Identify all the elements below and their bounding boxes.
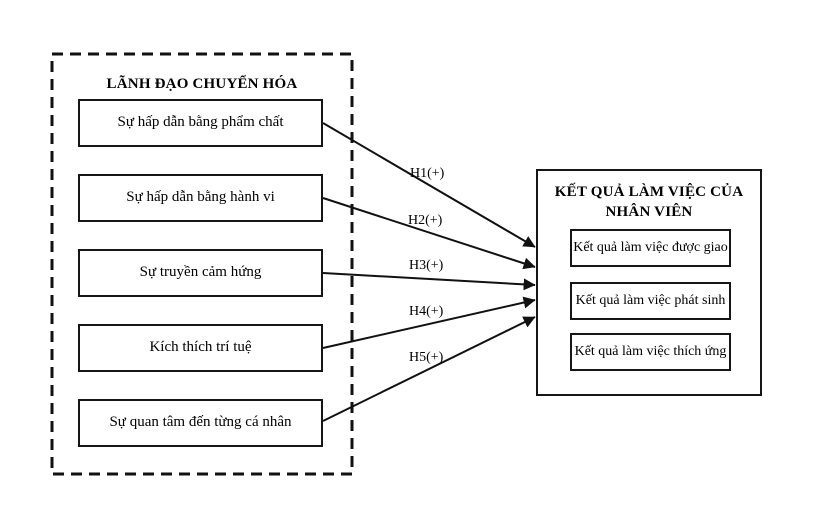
left-box-su-hap-dan-bang-pham-chat: Sự hấp dẫn bằng phẩm chất xyxy=(78,99,323,147)
hypothesis-label-h4: H4(+) xyxy=(409,304,444,319)
right-box-ket-qua-lam-viec-thich-ung: Kết quả làm việc thích ứng xyxy=(570,333,731,371)
right-group-box: KẾT QUẢ LÀM VIỆC CỦA NHÂN VIÊN Kết quả l… xyxy=(536,169,762,396)
hypothesis-label-h3: H3(+) xyxy=(409,258,444,273)
hypothesis-label-h2: H2(+) xyxy=(408,213,443,228)
right-box-ket-qua-lam-viec-duoc-giao: Kết quả làm việc được giao xyxy=(570,229,731,267)
hypothesis-arrow-h3 xyxy=(322,272,536,291)
left-box-su-truyen-cam-hung: Sự truyền cảm hứng xyxy=(78,249,323,297)
hypothesis-arrow-h1 xyxy=(322,122,536,248)
hypothesis-label-h1: H1(+) xyxy=(410,166,445,181)
right-box-ket-qua-lam-viec-phat-sinh: Kết quả làm việc phát sinh xyxy=(570,282,731,320)
left-group-dashed-frame xyxy=(50,52,354,476)
hypothesis-arrow-h2 xyxy=(322,197,536,270)
hypothesis-label-h5: H5(+) xyxy=(409,350,444,365)
left-box-su-quan-tam-den-tung-ca-nhan: Sự quan tâm đến từng cá nhân xyxy=(78,399,323,447)
left-box-su-hap-dan-bang-hanh-vi: Sự hấp dẫn bằng hành vi xyxy=(78,174,323,222)
left-group-title: LÃNH ĐẠO CHUYỂN HÓA xyxy=(106,76,298,92)
right-group-title: KẾT QUẢ LÀM VIỆC CỦA NHÂN VIÊN xyxy=(554,184,744,220)
hypothesis-arrow-h5 xyxy=(322,316,536,422)
left-box-kich-thich-tri-tue: Kích thích trí tuệ xyxy=(78,324,323,372)
hypothesis-arrow-h4 xyxy=(322,296,536,349)
